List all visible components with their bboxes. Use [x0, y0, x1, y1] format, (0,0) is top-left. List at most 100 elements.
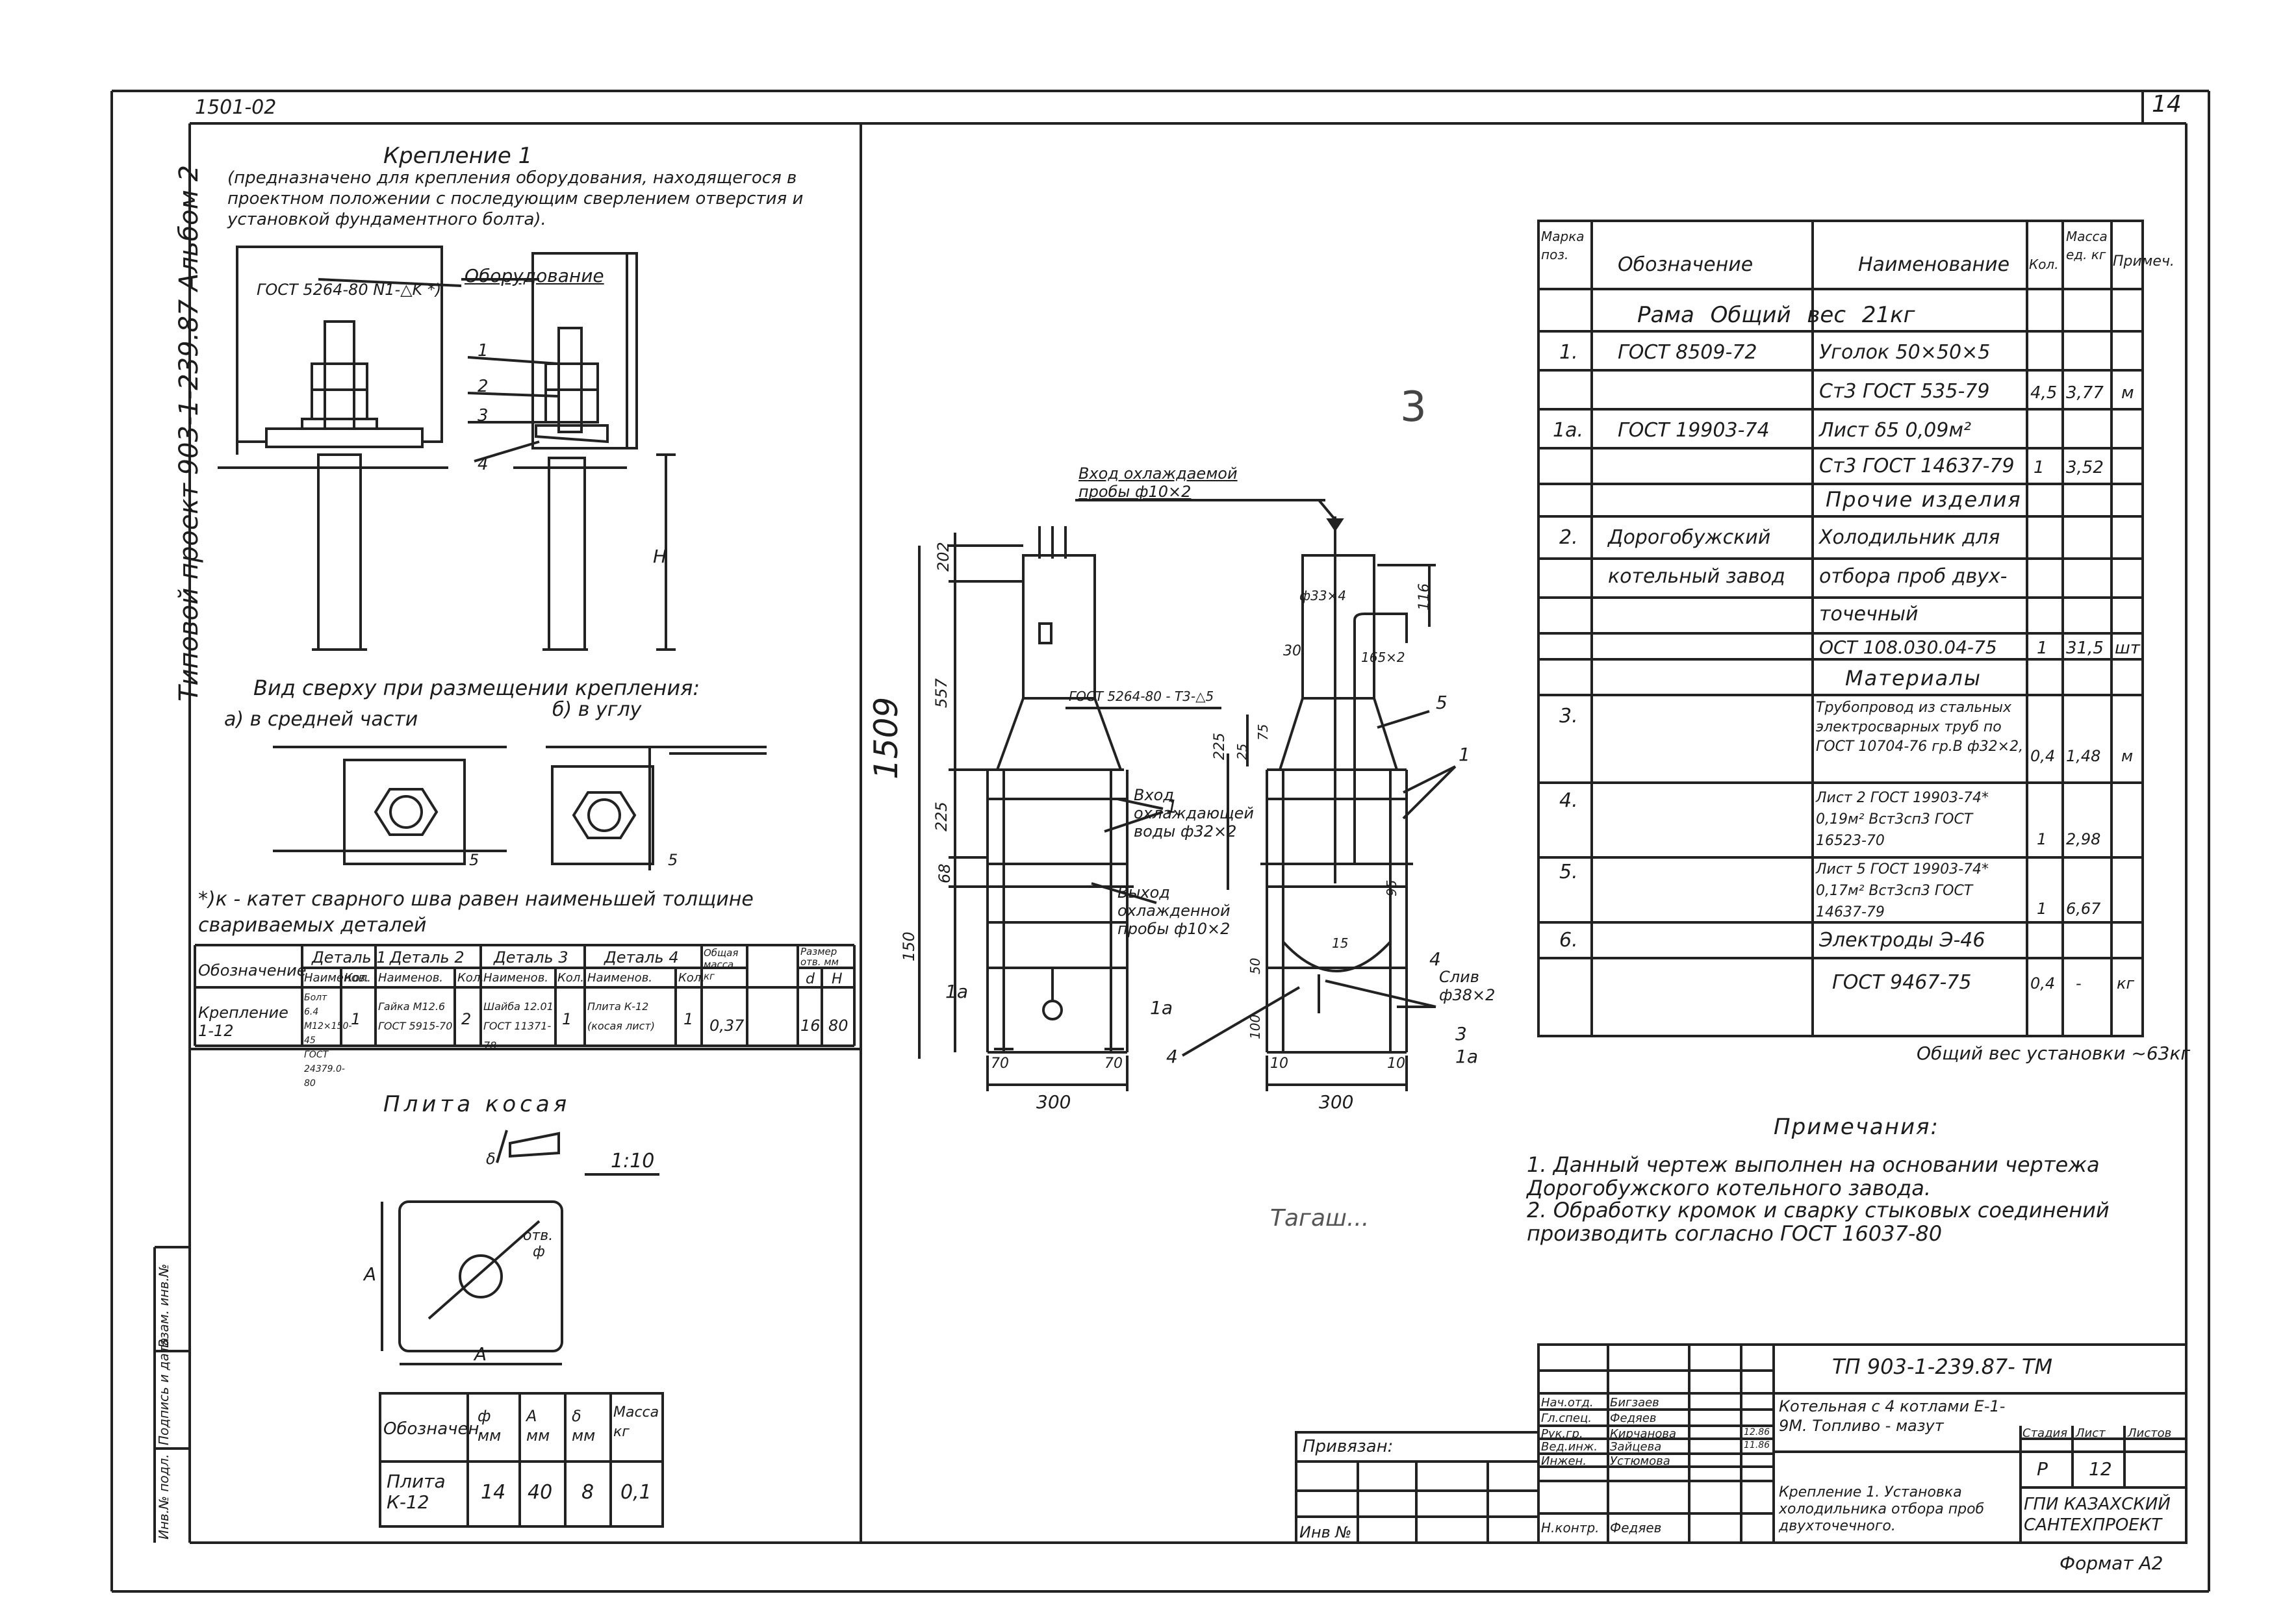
label-d33: ф33×4	[1299, 588, 1347, 603]
spec-r3-mass: 3,52	[2066, 458, 2104, 477]
dim-10-a: 10	[1270, 1056, 1288, 1072]
dt-r7: Плита К-12 (косая лист)	[587, 1000, 655, 1032]
spec-h1: Обозначение	[1618, 253, 1754, 276]
dim-225-right: 225	[1212, 733, 1228, 760]
top-view-title: Вид сверху при размещении крепления:	[253, 676, 700, 700]
callout-3: 3	[478, 406, 489, 425]
drawing-number: 3	[1400, 383, 1427, 431]
pos-label-1a-a: 1а	[945, 981, 968, 1002]
pos-label-4: 4	[1166, 1046, 1178, 1067]
side-title: Типовой проект 903-1-239.87 Альбом 2	[174, 165, 204, 702]
dt-h0: Обозначение	[198, 961, 307, 980]
pos-label-1: 1	[1166, 796, 1178, 817]
plate-tr0: Плита К-12	[387, 1471, 446, 1513]
dim-100: 100	[1247, 1014, 1263, 1039]
view-a-label: а) в средней части	[224, 708, 418, 731]
weld-note: *)к - катет сварного шва равен наименьше…	[198, 888, 754, 937]
spec-r1-qty: 4,5	[2030, 383, 2058, 403]
spec-r11-name: Электроды Э-46	[1819, 929, 1985, 952]
spec-h5: Примеч.	[2113, 253, 2175, 270]
spec-r2-des: ГОСТ 19903-74	[1618, 419, 1770, 442]
dt-r2: 1	[351, 1010, 361, 1028]
dt-s5: Кол.	[557, 971, 585, 985]
dim-50: 50	[1247, 957, 1263, 974]
side-stamp-sign: Подпись и дата	[156, 1337, 172, 1445]
spec-r3-qty: 1	[2034, 458, 2045, 477]
dim-h: H	[653, 546, 667, 567]
dt-h6: Размер отв. мм	[800, 946, 839, 968]
label-gost-weld: ГОСТ 5264-80 - Т3-△5	[1069, 689, 1214, 704]
label-drain: Слив ф38×2	[1439, 968, 1496, 1004]
spec-r9-name: Лист 2 ГОСТ 19903-74* 0,19м² Вст3сп3 ГОС…	[1816, 790, 1989, 849]
dt-s9: H	[832, 971, 843, 987]
pos-label-4-right: 4	[1429, 948, 1441, 970]
spec-r8-name: Трубопровод из стальных электросварных т…	[1816, 700, 2024, 755]
tb-name-3: Зайцева	[1610, 1440, 1662, 1454]
fastening-gost-label: ГОСТ 5264-80 N1-△K *)	[257, 281, 442, 299]
dt-h5: Общая масса кг	[704, 947, 739, 982]
spec-h0: Марка поз.	[1541, 229, 1585, 262]
tb-role-6: Н.контр.	[1541, 1520, 1600, 1536]
spec-r8-note: м	[2121, 747, 2134, 765]
spec-r2-name: Лист δ5 0,09м²	[1819, 419, 1971, 442]
spec-r8-mass: 1,48	[2066, 747, 2101, 765]
notes-title: Примечания:	[1774, 1114, 1939, 1140]
spec-r9-pos: 4.	[1559, 789, 1578, 812]
spec-r0-name: Уголок 50×50×5	[1819, 341, 1991, 364]
dt-s1: Кол.	[344, 971, 372, 985]
dim-10-b: 10	[1387, 1056, 1405, 1072]
tb-sheets-label: Листов	[2128, 1426, 2172, 1440]
spec-r11-pos: 6.	[1559, 929, 1578, 952]
dim-1509: 1509	[867, 696, 905, 779]
plate-tr1: 14	[481, 1481, 506, 1504]
spec-r1-name: Ст3 ГОСТ 535-79	[1819, 380, 1990, 403]
dt-s6: Наименов.	[587, 971, 653, 985]
dt-r9: 0,37	[709, 1017, 745, 1035]
spec-h2: Наименование	[1858, 253, 2010, 276]
dim-150: 150	[900, 931, 918, 961]
dim-70-b: 70	[1104, 1056, 1123, 1072]
spec-section-frame: Рама Общий вес 21кг	[1637, 302, 1915, 328]
plate-tr2: 40	[528, 1481, 553, 1504]
note-2: 2. Обработку кромок и сварку стыковых со…	[1527, 1198, 2110, 1246]
dt-r0: Крепление 1-12	[198, 1004, 288, 1040]
tb-name-4: Устюмова	[1610, 1454, 1670, 1468]
dt-r11: 80	[828, 1017, 848, 1035]
dim-225: 225	[932, 802, 950, 831]
tb-stage: Р	[2037, 1458, 2048, 1480]
spec-r10-pos: 5.	[1559, 861, 1578, 883]
spec-r10-mass: 6,67	[2066, 900, 2101, 918]
spec-r0-pos: 1.	[1559, 341, 1578, 364]
dt-s4: Наименов.	[483, 971, 549, 985]
tb-date-2: 12.86	[1744, 1427, 1770, 1437]
plate-hole: отв.	[523, 1228, 554, 1244]
dt-h3: Деталь 3	[494, 948, 568, 967]
tb-sheet: 12	[2089, 1458, 2112, 1480]
tb-project: Котельная с 4 котлами Е-1-9М. Топливо - …	[1779, 1397, 2006, 1435]
tb-inv: Инв №	[1299, 1523, 1352, 1541]
side-stamp-inv: Инв.№ подл.	[156, 1454, 172, 1539]
dt-r5: Шайба 12.01 ГОСТ 11371-78	[483, 1000, 554, 1052]
dt-r4: 2	[461, 1010, 472, 1028]
spec-r3-name: Ст3 ГОСТ 14637-79	[1819, 455, 2015, 477]
dt-r10: 16	[800, 1017, 821, 1035]
dim-116: 116	[1416, 583, 1433, 611]
dim-202: 202	[934, 542, 952, 572]
tb-stage-label: Стадия	[2022, 1426, 2068, 1440]
plate-th4: Масса кг	[613, 1404, 659, 1440]
view-b-label: б) в углу	[552, 698, 642, 721]
tb-doc-number: ТП 903-1-239.87- ТМ	[1832, 1354, 2053, 1379]
dim-557: 557	[932, 678, 950, 708]
spec-r9-qty: 1	[2037, 830, 2047, 848]
tb-role-0: Нач.отд.	[1541, 1396, 1594, 1410]
dim-5-b: 5	[668, 851, 678, 869]
spec-r1-note: м	[2121, 383, 2134, 403]
dt-r1: Болт 6.4 М12×150-45 ГОСТ 24379.0-80	[304, 993, 352, 1089]
tb-org: ГПИ КАЗАХСКИЙ САНТЕХПРОЕКТ	[2024, 1495, 2171, 1535]
dt-r3: Гайка М12.6 ГОСТ 5915-70	[378, 1000, 453, 1032]
spec-r12-qty: 0,4	[2030, 974, 2056, 993]
tb-role-2: Рук.гр.	[1541, 1427, 1583, 1441]
spec-r8-qty: 0,4	[2030, 747, 2056, 765]
dim-68: 68	[936, 863, 954, 883]
equipment-label: Оборудование	[465, 265, 604, 286]
